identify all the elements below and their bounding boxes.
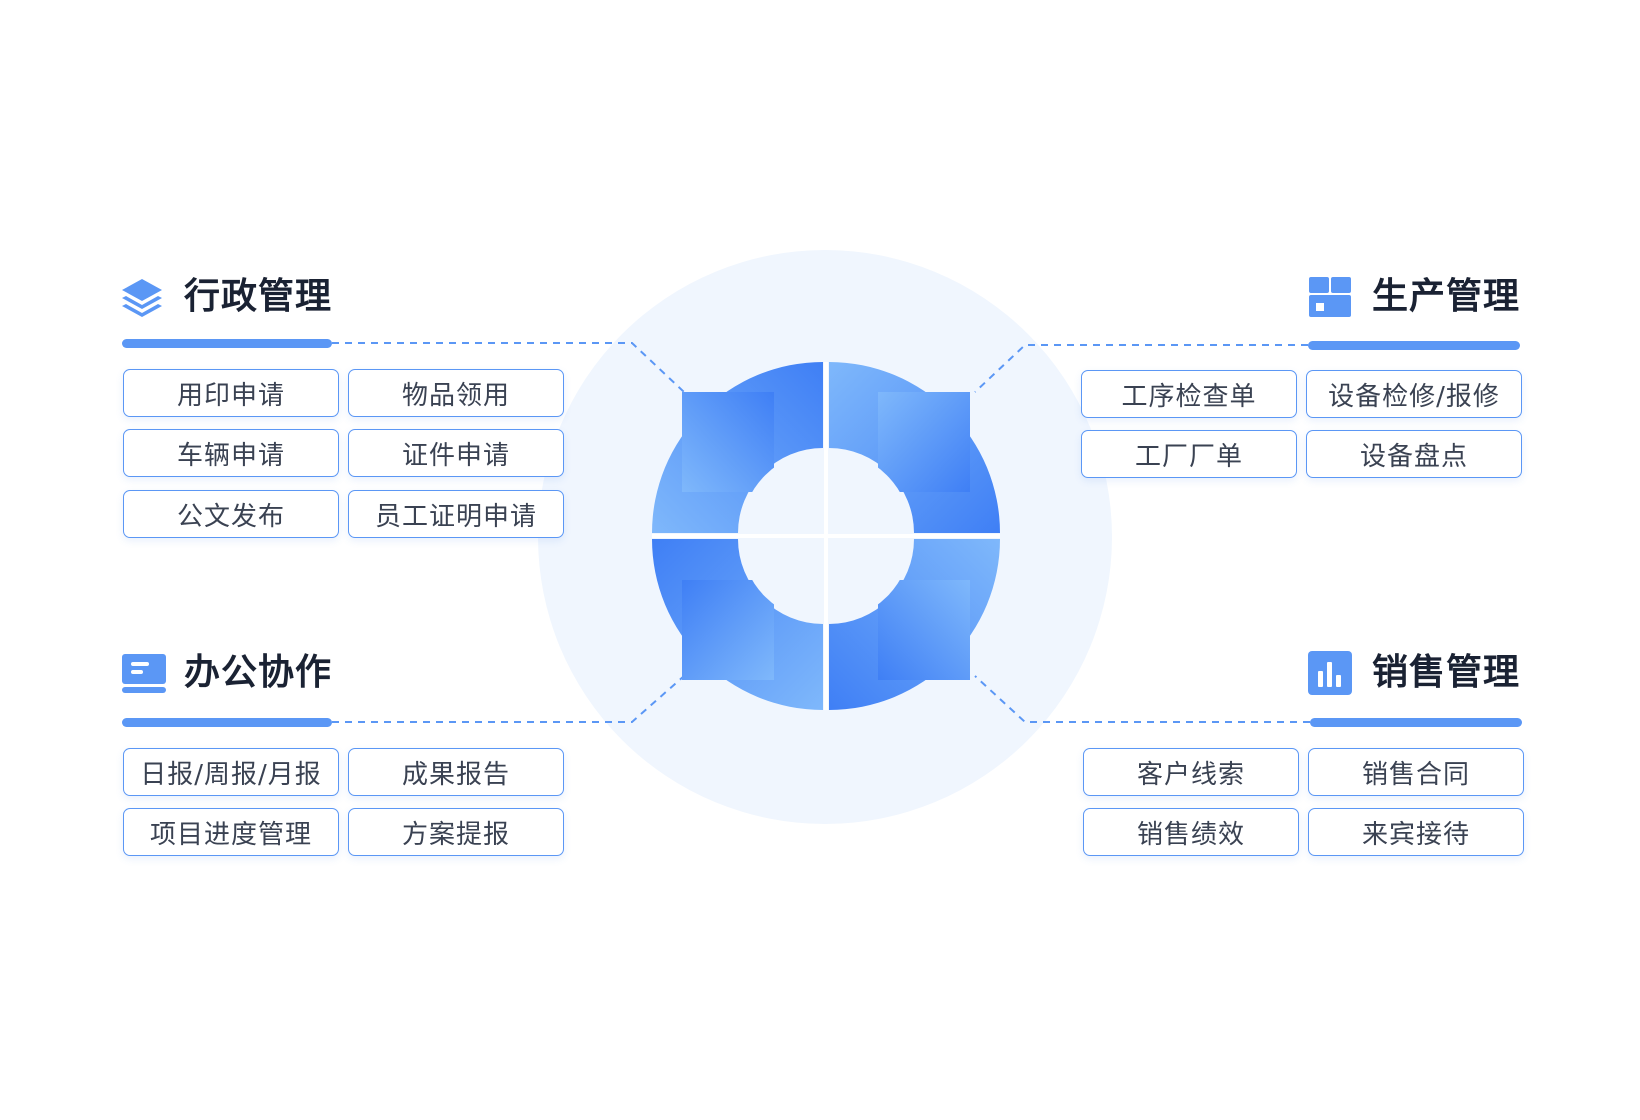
ring-segment-top-right	[829, 362, 1000, 533]
tag-production-2[interactable]: 设备检修/报修	[1306, 370, 1522, 418]
ring-segment-top-left	[652, 362, 823, 533]
tag-sales-3[interactable]: 销售绩效	[1083, 808, 1299, 856]
tag-sales-1[interactable]: 客户线索	[1083, 748, 1299, 796]
ring-segment-bottom-left	[652, 539, 823, 710]
tag-admin-1[interactable]: 用印申请	[123, 369, 339, 417]
tag-admin-3[interactable]: 车辆申请	[123, 429, 339, 477]
connector-sales	[974, 675, 1310, 723]
connector-office	[332, 675, 685, 723]
tag-production-1[interactable]: 工序检查单	[1081, 370, 1297, 418]
tag-admin-5[interactable]: 公文发布	[123, 490, 339, 538]
tag-admin-4[interactable]: 证件申请	[348, 429, 564, 477]
connector-production	[974, 344, 1308, 393]
tag-production-4[interactable]: 设备盘点	[1306, 430, 1522, 478]
tag-admin-2[interactable]: 物品领用	[348, 369, 564, 417]
central-ring	[652, 362, 1000, 710]
ring-segment-bottom-right	[829, 539, 1000, 710]
tag-office-4[interactable]: 方案提报	[348, 808, 564, 856]
connector-admin	[332, 342, 685, 393]
tag-admin-6[interactable]: 员工证明申请	[348, 490, 564, 538]
tag-sales-4[interactable]: 来宾接待	[1308, 808, 1524, 856]
tag-office-1[interactable]: 日报/周报/月报	[123, 748, 339, 796]
tag-office-3[interactable]: 项目进度管理	[123, 808, 339, 856]
tag-office-2[interactable]: 成果报告	[348, 748, 564, 796]
tag-production-3[interactable]: 工厂厂单	[1081, 430, 1297, 478]
tag-sales-2[interactable]: 销售合同	[1308, 748, 1524, 796]
